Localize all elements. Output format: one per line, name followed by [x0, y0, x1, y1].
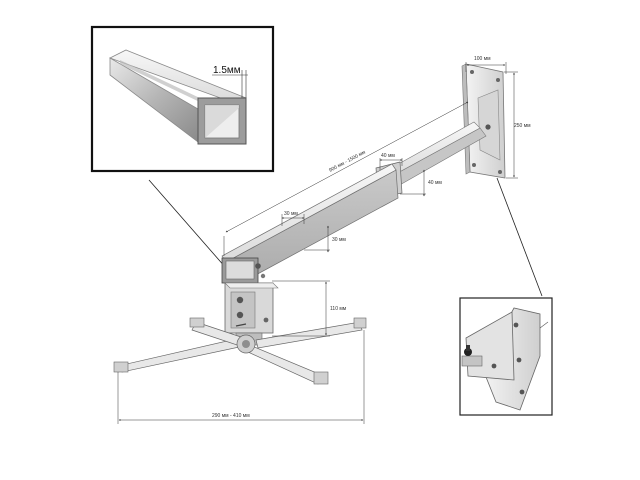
plate-width-label: 100 мм — [474, 56, 491, 62]
bracket-leader-line — [496, 177, 543, 297]
thickness-label: 1.5мм — [213, 65, 241, 76]
spider-base — [113, 317, 367, 385]
arm-length-label: 900 мм - 1500 мм — [328, 149, 367, 174]
dimension-lines — [117, 62, 518, 424]
square-tube-cross-section-icon — [108, 49, 247, 145]
tilt-joint — [224, 282, 279, 346]
plate-height-label: 250 мм — [514, 123, 531, 129]
wall-bracket-closeup-icon — [461, 307, 549, 411]
joint-height-label: 110 мм — [330, 306, 347, 312]
outer-tube-width-label: 30 мм — [284, 211, 298, 217]
wall-thickness-callout: 1.5мм — [212, 65, 248, 98]
outer-tube-height-label: 30 мм — [332, 237, 346, 243]
inner-tube-width-label: 40 мм — [381, 153, 395, 159]
wall-bracket-detail-inset — [459, 297, 553, 416]
inset-leader-line — [148, 179, 227, 269]
base-span-label: 290 мм - 410 мм — [212, 413, 250, 419]
inner-tube-height-label: 40 мм — [428, 180, 442, 186]
wall-plate — [461, 63, 506, 179]
profile-detail-inset: 1.5мм — [90, 25, 275, 173]
